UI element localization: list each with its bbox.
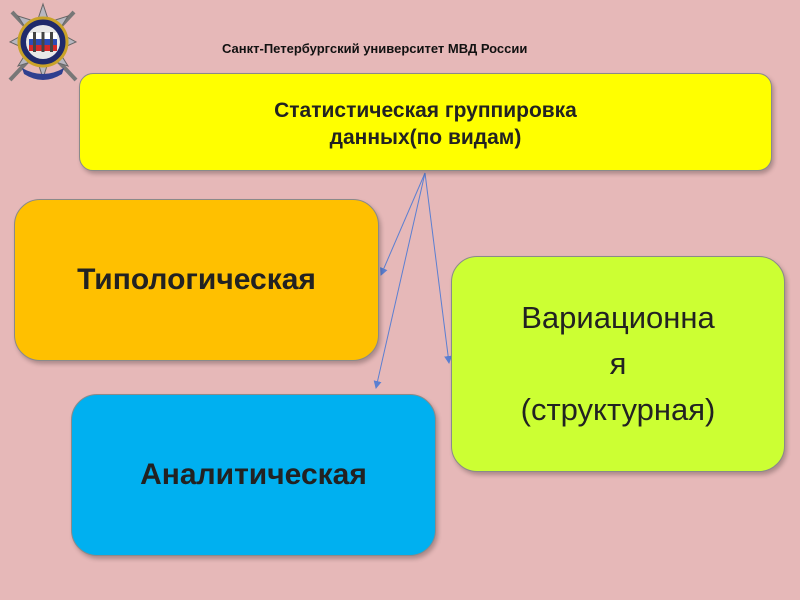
variational-label-line3: (структурная)	[520, 392, 716, 427]
variational-label-line1: Вариационна	[521, 300, 715, 335]
university-emblem-icon	[2, 2, 84, 88]
arrow-to-analytical	[373, 172, 426, 389]
analytical-label: Аналитическая	[140, 458, 367, 491]
main-title-box: Статистическая группировка данных(по вид…	[79, 73, 772, 171]
main-title-line1: Статистическая группировка	[274, 99, 577, 122]
main-title-line2: данных(по видам)	[329, 126, 522, 149]
arrow-to-typological	[380, 172, 426, 276]
typological-box: Типологическая	[14, 199, 379, 361]
variational-box: Вариационна я (структурная)	[451, 256, 785, 472]
arrow-to-variational	[424, 172, 453, 364]
variational-label-line2: я	[609, 346, 627, 381]
typological-label: Типологическая	[77, 263, 316, 296]
university-name: Санкт-Петербургский университет МВД Росс…	[222, 41, 528, 56]
analytical-box: Аналитическая	[71, 394, 436, 556]
